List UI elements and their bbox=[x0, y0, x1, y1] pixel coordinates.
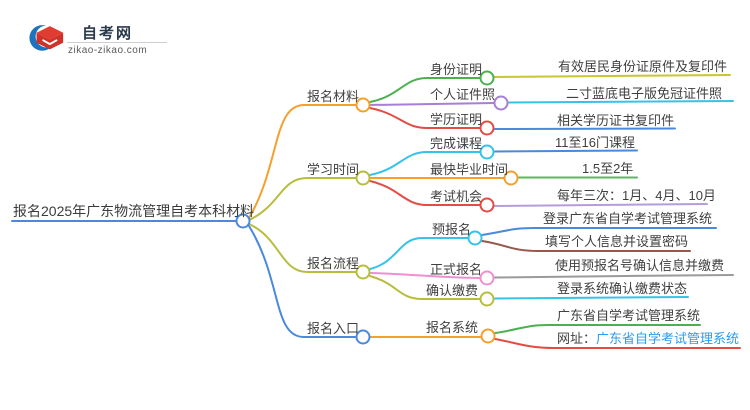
leaf-course-count: 11至16门课程 bbox=[555, 135, 635, 150]
branch-2-child-1-label: 正式报名 bbox=[430, 262, 483, 277]
branch-0-child-1-label: 个人证件照 bbox=[430, 87, 496, 102]
logo-title: 自考网 bbox=[82, 25, 134, 42]
branch-2-child-0-label: 预报名 bbox=[432, 222, 472, 237]
leaf-formal-reg: 使用预报名号确认信息并缴费 bbox=[555, 258, 725, 273]
branch-3-label: 报名入口 bbox=[307, 321, 360, 336]
root-node-label: 报名2025年广东物流管理自考本科材料 bbox=[13, 203, 255, 219]
branch-1-child-1-label: 最快毕业时间 bbox=[430, 162, 509, 177]
branch-1-child-2-label: 考试机会 bbox=[430, 189, 483, 204]
logo-icon bbox=[29, 25, 64, 51]
leaf-grad-time: 1.5至2年 bbox=[582, 161, 634, 176]
node-circles bbox=[235, 70, 519, 345]
leaf-reg-system-url: 网址：广东省自学考试管理系统 bbox=[557, 331, 740, 347]
branch-0-child-2-label: 学历证明 bbox=[430, 112, 483, 127]
leaf-photo-req: 二寸蓝底电子版免冠证件照 bbox=[566, 86, 723, 101]
leaf-exam-months: 每年三次：1月、4月、10月 bbox=[557, 188, 716, 203]
leaf-confirm-payment: 登录系统确认缴费状态 bbox=[557, 281, 688, 296]
site-logo[interactable]: 自考网 zikao-zikao.com bbox=[28, 20, 178, 60]
branch-0-label: 报名材料 bbox=[307, 89, 360, 104]
logo-divider bbox=[67, 42, 167, 43]
branch-1-label: 学习时间 bbox=[307, 162, 360, 177]
url-prefix-label: 网址： bbox=[557, 331, 597, 346]
leaf-reg-system-name: 广东省自学考试管理系统 bbox=[557, 308, 701, 323]
leaf-pre-reg-login: 登录广东省自学考试管理系统 bbox=[543, 211, 713, 226]
leaf-identity-proof: 有效居民身份证原件及复印件 bbox=[558, 59, 728, 74]
leaf-diploma-copy: 相关学历证书复印件 bbox=[557, 113, 675, 128]
branch-3-child-0-label: 报名系统 bbox=[426, 320, 479, 335]
logo-domain: zikao-zikao.com bbox=[68, 45, 148, 56]
leaf-pre-reg-fill: 填写个人信息并设置密码 bbox=[545, 234, 689, 249]
reg-system-link[interactable]: 广东省自学考试管理系统 bbox=[596, 331, 740, 346]
connector-paths bbox=[11, 74, 741, 349]
branch-2-label: 报名流程 bbox=[307, 256, 360, 271]
branch-2-child-2-label: 确认缴费 bbox=[426, 283, 479, 298]
branch-0-child-0-label: 身份证明 bbox=[430, 62, 483, 77]
branch-1-child-0-label: 完成课程 bbox=[430, 136, 483, 151]
